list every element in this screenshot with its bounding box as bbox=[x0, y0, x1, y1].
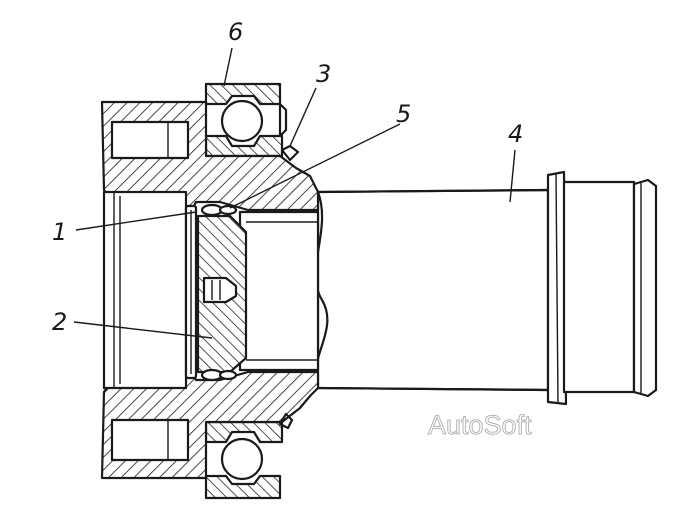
housing-lower bbox=[100, 370, 320, 480]
leader-3 bbox=[289, 87, 317, 147]
retaining-ring bbox=[184, 204, 198, 380]
callout-6: 6 bbox=[228, 18, 243, 46]
callout-5: 5 bbox=[396, 100, 411, 128]
callout-1: 1 bbox=[52, 218, 67, 246]
leader-4 bbox=[509, 149, 516, 203]
leader-6 bbox=[223, 47, 233, 87]
spring-clip bbox=[278, 144, 300, 430]
seal-rings bbox=[200, 203, 238, 382]
leader-1 bbox=[75, 211, 197, 231]
left-bore bbox=[102, 190, 188, 390]
bearing-lower bbox=[204, 420, 284, 500]
leader-5 bbox=[229, 123, 401, 209]
bearing-upper bbox=[204, 82, 288, 158]
callout-3: 3 bbox=[316, 60, 331, 88]
tube-flange bbox=[546, 170, 658, 406]
inner-bore bbox=[238, 210, 320, 372]
callout-4: 4 bbox=[508, 120, 523, 148]
watermark-text: AutoSoft bbox=[428, 410, 532, 440]
callout-2: 2 bbox=[52, 308, 67, 336]
plug bbox=[196, 214, 248, 374]
leader-lines bbox=[73, 47, 516, 339]
leader-2 bbox=[73, 321, 213, 339]
sleeve-tube bbox=[314, 188, 550, 392]
